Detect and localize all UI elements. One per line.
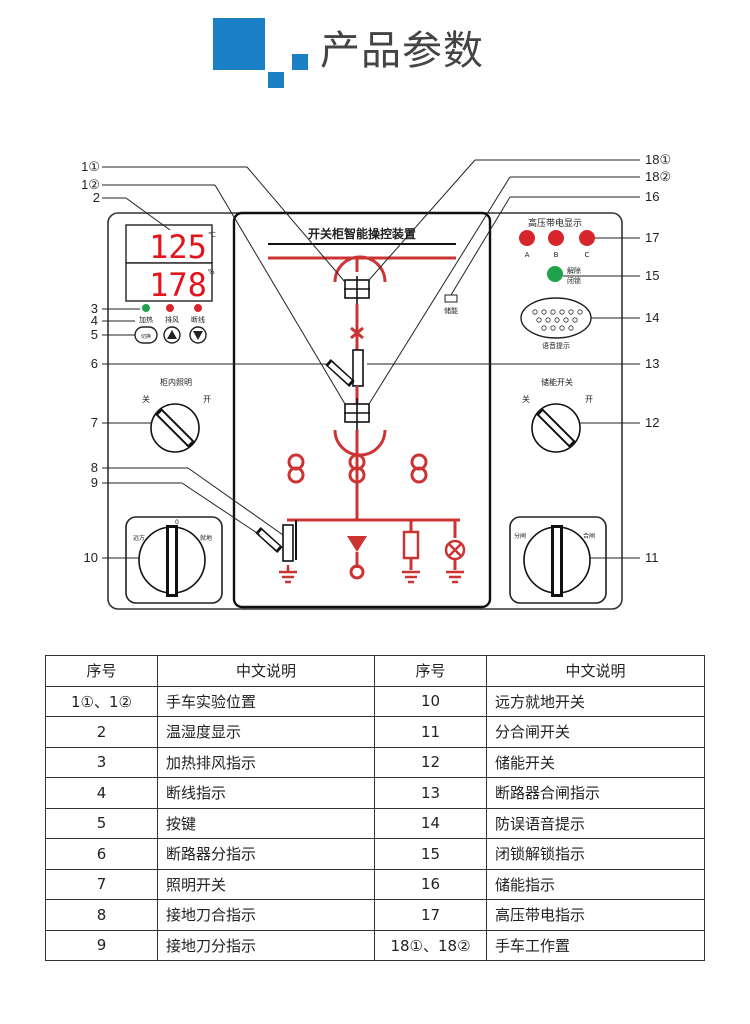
svg-text:加热: 加热: [139, 315, 153, 324]
page-header: 产品参数: [0, 0, 750, 100]
svg-text:9: 9: [91, 475, 98, 490]
svg-text:断线: 断线: [191, 315, 205, 324]
hv-phase-b-light: [548, 230, 564, 246]
svg-text:15: 15: [645, 268, 659, 283]
break-indicator-light: [194, 304, 202, 312]
svg-text:16: 16: [645, 189, 659, 204]
logo-square-small: [292, 54, 308, 70]
col-number: 序号: [374, 655, 487, 687]
storage-indicator: [444, 294, 458, 303]
svg-text:就地: 就地: [200, 534, 212, 542]
svg-text:解除: 解除: [567, 266, 581, 275]
device-title: 开关柜智能操控装置: [308, 226, 416, 241]
svg-text:5: 5: [91, 327, 98, 342]
logo-square-small: [268, 72, 284, 88]
svg-text:7: 7: [91, 415, 98, 430]
heat-indicator-light: [142, 304, 150, 312]
svg-text:1①: 1①: [81, 159, 100, 174]
svg-text:%: %: [208, 268, 215, 276]
svg-text:远方: 远方: [133, 534, 145, 542]
svg-text:语音提示: 语音提示: [542, 341, 570, 350]
svg-text:4: 4: [91, 313, 98, 328]
svg-text:8: 8: [91, 460, 98, 475]
col-description: 中文说明: [486, 655, 705, 687]
hv-phase-c-light: [579, 230, 595, 246]
svg-text:11: 11: [645, 550, 659, 565]
svg-text:℃: ℃: [208, 231, 216, 239]
humidity-display: [125, 262, 213, 302]
svg-text:B: B: [554, 251, 559, 259]
svg-text:14: 14: [645, 310, 659, 325]
svg-text:储能开关: 储能开关: [541, 377, 573, 387]
col-description: 中文说明: [157, 655, 375, 687]
fan-indicator-light: [166, 304, 174, 312]
svg-text:18①: 18①: [645, 152, 671, 167]
svg-text:储能: 储能: [444, 306, 458, 315]
svg-text:开: 开: [203, 395, 211, 404]
svg-text:开: 开: [585, 395, 593, 404]
svg-text:2: 2: [93, 190, 100, 205]
svg-text:12: 12: [645, 415, 659, 430]
page-title: 产品参数: [320, 28, 484, 74]
svg-text:切换: 切换: [141, 333, 151, 340]
svg-text:分闸: 分闸: [514, 532, 526, 540]
svg-text:A: A: [525, 251, 530, 259]
svg-text:18②: 18②: [645, 169, 671, 184]
device-diagram: 开关柜智能操控装置 125 ℃ 178 % 加热 排风 断线 切换 高压带电显示…: [81, 152, 671, 610]
table-header-row: 序号 中文说明 序号 中文说明: [45, 655, 705, 687]
svg-text:C: C: [585, 251, 590, 259]
svg-text:0: 0: [175, 519, 179, 526]
svg-text:柜内照明: 柜内照明: [160, 377, 192, 387]
svg-text:闭锁: 闭锁: [567, 276, 581, 285]
svg-text:关: 关: [522, 394, 530, 404]
svg-text:排风: 排风: [165, 315, 179, 324]
temperature-value: 125: [149, 228, 207, 266]
svg-text:6: 6: [91, 356, 98, 371]
unlock-indicator-light: [547, 266, 563, 282]
svg-text:10: 10: [84, 550, 98, 565]
hv-phase-a-light: [519, 230, 535, 246]
logo-square-large: [213, 18, 265, 70]
humidity-value: 178: [149, 266, 207, 304]
hv-label: 高压带电显示: [528, 217, 582, 229]
col-number: 序号: [45, 655, 158, 687]
svg-text:关: 关: [142, 394, 150, 404]
svg-text:13: 13: [645, 356, 659, 371]
svg-text:1②: 1②: [81, 177, 100, 192]
svg-text:17: 17: [645, 230, 659, 245]
svg-text:3: 3: [91, 301, 98, 316]
svg-text:合闸: 合闸: [583, 532, 595, 540]
